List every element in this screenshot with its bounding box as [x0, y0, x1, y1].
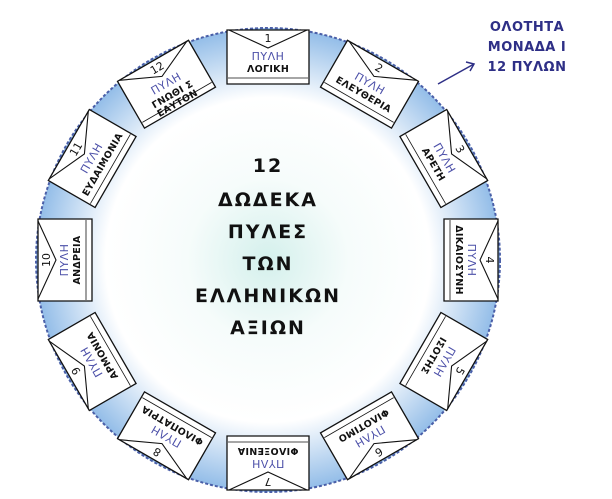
gate-pediment: [48, 111, 89, 180]
gate-frame: [226, 29, 310, 85]
outer-circle: [35, 27, 501, 493]
gate-frame: [319, 39, 420, 129]
gate-lintel: [405, 134, 446, 204]
gate-name: ΑΝΔΡΕΙΑ: [72, 235, 83, 284]
gate-title: ΠΥΛΗ: [58, 244, 71, 277]
gate-pediment: [348, 40, 417, 81]
gate-name: ΦΙΛΟΞΕΝΙΑ: [237, 445, 298, 456]
gate-lintel: [324, 397, 394, 438]
gate-lintel: [142, 82, 212, 123]
gate-frame: [47, 108, 137, 209]
gate-frame: [37, 218, 93, 302]
center-line: ΠΥΛΕΣ: [228, 221, 308, 243]
gate-pediment: [37, 220, 57, 300]
corner-label-line: ΟΛΟΤΗΤΑ: [490, 20, 564, 35]
gate-frame: [443, 218, 499, 302]
gate-frame: [116, 391, 217, 481]
corner-label-line: ΜΟΝΑΔΑ Ι: [488, 40, 566, 55]
gate-pediment: [447, 340, 488, 409]
gate-name: ΔΙΚΑΙΟΣΥΝΗ: [453, 225, 464, 294]
gate-title: ΠΥΛΗ: [465, 244, 478, 277]
gate-number: 7: [265, 475, 272, 488]
gate-frame: [47, 311, 137, 412]
gate-frame: [116, 39, 217, 129]
gate-number: 1: [265, 32, 272, 45]
gate-number: 11: [67, 140, 85, 159]
gate-frame: [399, 311, 489, 412]
pointer-arrow: [437, 61, 476, 85]
gate-frame: [399, 108, 489, 209]
gate-number: 12: [148, 59, 167, 77]
center-line: ΑΞΙΩΝ: [230, 317, 306, 339]
center-line: ΔΩΔΕΚΑ: [218, 189, 318, 211]
center-text: 12 ΔΩΔΕΚΑ ΠΥΛΕΣ ΤΩΝ ΕΛΛΗΝΙΚΩΝ ΑΞΙΩΝ: [195, 155, 341, 339]
gate-pediment: [48, 340, 89, 409]
gate-pediment: [228, 29, 308, 49]
center-line: ΤΩΝ: [242, 253, 293, 275]
gate-pediment: [228, 471, 308, 491]
center-line: ΕΛΛΗΝΙΚΩΝ: [195, 285, 341, 307]
gate-frame: [319, 391, 420, 481]
gate-pediment: [119, 439, 188, 480]
gate-lintel: [142, 397, 212, 438]
gate-frame: [226, 435, 310, 491]
gate-name: ΛΟΓΙΚΗ: [247, 64, 289, 75]
gate-pediment: [447, 111, 488, 180]
gate-pediment: [479, 220, 499, 300]
gate-number: 10: [40, 253, 53, 267]
gate-lintel: [90, 134, 131, 204]
gate-pediment: [119, 40, 188, 81]
gate-title: ΠΥΛΗ: [252, 457, 285, 470]
gate-lintel: [90, 316, 131, 386]
gate-pediment: [348, 439, 417, 480]
gate-lintel: [405, 316, 446, 386]
corner-label-line: 12 ΠΥΛΩΝ: [488, 60, 567, 75]
gate-lintel: [324, 82, 394, 123]
gate-title: ΠΥΛΗ: [252, 50, 285, 63]
gate-number: 4: [483, 257, 496, 264]
corner-label: ΟΛΟΤΗΤΑ ΜΟΝΑΔΑ Ι 12 ΠΥΛΩΝ: [488, 20, 567, 75]
center-line: 12: [253, 155, 283, 177]
